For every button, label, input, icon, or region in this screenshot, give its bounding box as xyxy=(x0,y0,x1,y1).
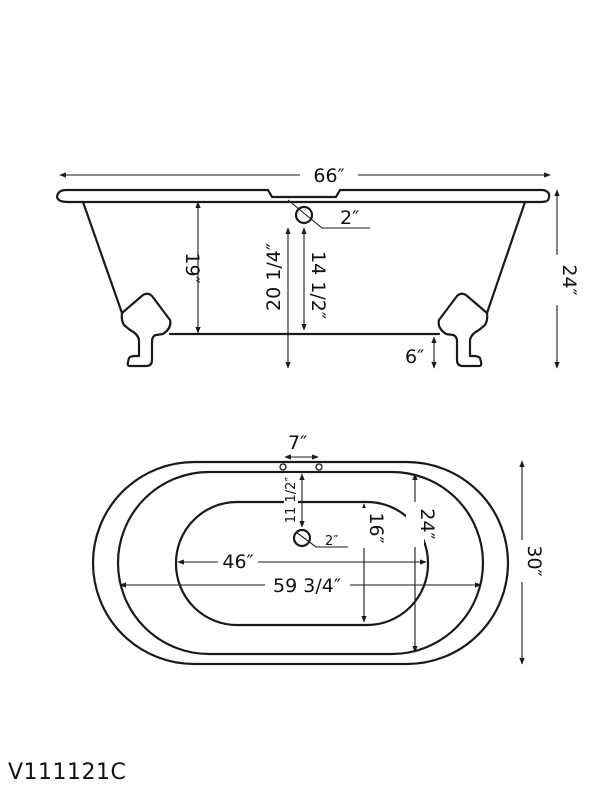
overall-width-label: 30″ xyxy=(523,545,545,576)
overflow-height-label: 14 1/2″ xyxy=(307,251,329,319)
model-number: V111121C xyxy=(8,760,127,785)
overflow-leader xyxy=(287,199,370,229)
interior-basin xyxy=(116,470,485,656)
faucet-hole-left xyxy=(279,463,287,471)
tub-rim xyxy=(55,188,551,204)
drain-hole xyxy=(292,528,312,548)
faucet-hole-right xyxy=(315,463,323,471)
overall-length-label: 66″ xyxy=(313,165,344,187)
interior-length-label: 59 3/4″ xyxy=(273,575,341,597)
floor-length-label: 46″ xyxy=(222,551,253,573)
drain-height-label: 20 1/4″ xyxy=(263,243,285,311)
tub-right-wall xyxy=(485,200,527,315)
faucet-spacing-label: 7″ xyxy=(288,432,307,454)
foot-height-label: 6″ xyxy=(405,346,424,368)
side-view: 66″ 2″ 19″ 20 1/4″ 14 1/2″ 6″ 24″ xyxy=(55,164,580,369)
overflow-diameter-label: 2″ xyxy=(340,207,359,229)
drain-diameter-label: 2″ xyxy=(325,534,338,549)
overflow-hole xyxy=(294,205,314,225)
right-claw-foot xyxy=(437,292,489,368)
left-claw-foot xyxy=(120,292,172,368)
interior-width-label: 24″ xyxy=(416,508,438,539)
interior-depth-label: 19″ xyxy=(181,252,203,283)
floor-width-label: 16″ xyxy=(365,512,387,543)
top-view: 7″ 11 1/2″ 2″ 46″ 59 3/4″ 16″ 24″ 30″ xyxy=(91,432,545,666)
drain-leader xyxy=(295,531,348,548)
outer-rim xyxy=(91,460,510,666)
overall-height-label: 24″ xyxy=(558,264,580,295)
tub-left-wall xyxy=(81,200,124,315)
faucet-to-drain-label: 11 1/2″ xyxy=(284,477,299,524)
